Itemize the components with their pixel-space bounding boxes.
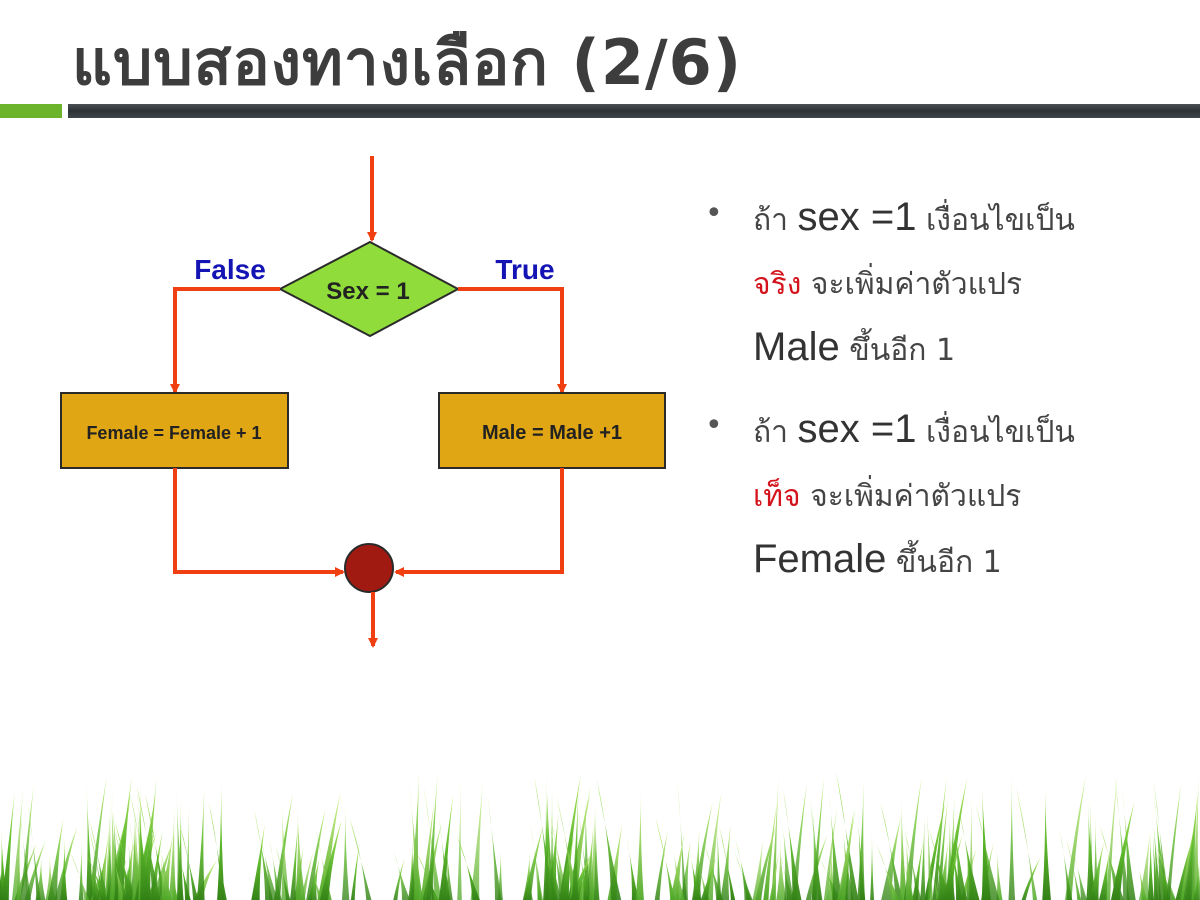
true-branch-line bbox=[458, 287, 567, 394]
true-word: จริง bbox=[753, 267, 802, 302]
decision-label: Sex = 1 bbox=[326, 278, 409, 305]
false-word: เท็จ bbox=[753, 479, 801, 514]
title-divider-bar bbox=[68, 104, 1200, 118]
male-process-label: Male = Male +1 bbox=[482, 422, 622, 444]
false-branch-line bbox=[170, 287, 280, 394]
right-merge-line bbox=[394, 468, 564, 577]
list-item: • ถ้า sex =1 เงื่อนไขเป็น จริง จะเพิ่มค่… bbox=[705, 186, 1185, 382]
bullet-line-3: Male ขึ้นอีก 1 bbox=[753, 325, 956, 369]
bullet-line-2: จริง จะเพิ่มค่าตัวแปร bbox=[753, 267, 1023, 302]
female-process-box bbox=[60, 392, 289, 469]
left-merge-line bbox=[173, 468, 345, 577]
false-label: False bbox=[194, 254, 266, 285]
male-process-box bbox=[438, 392, 666, 469]
flowchart: Sex = 1 False True Female = Female + 1 M… bbox=[60, 156, 666, 648]
bullet-dot-icon: • bbox=[705, 408, 723, 443]
explanation-list: • ถ้า sex =1 เงื่อนไขเป็น จริง จะเพิ่มค่… bbox=[705, 186, 1185, 610]
bullet-line-1: ถ้า sex =1 เงื่อนไขเป็น bbox=[753, 195, 1075, 239]
female-process-label: Female = Female + 1 bbox=[86, 423, 261, 443]
true-label: True bbox=[495, 254, 554, 285]
list-item: • ถ้า sex =1 เงื่อนไขเป็น เท็จ จะเพิ่มค่… bbox=[705, 398, 1185, 594]
slide-title: แบบสองทางเลือก (2/6) bbox=[72, 26, 743, 99]
decision-diamond bbox=[277, 240, 461, 338]
bullet-line-2: เท็จ จะเพิ่มค่าตัวแปร bbox=[753, 479, 1022, 514]
merge-connector bbox=[344, 543, 394, 593]
bullet-line-1: ถ้า sex =1 เงื่อนไขเป็น bbox=[753, 407, 1075, 451]
bullet-dot-icon: • bbox=[705, 196, 723, 231]
bullet-line-3: Female ขึ้นอีก 1 bbox=[753, 537, 1002, 581]
title-accent-bar bbox=[0, 104, 62, 118]
grass-decoration bbox=[0, 771, 1200, 900]
